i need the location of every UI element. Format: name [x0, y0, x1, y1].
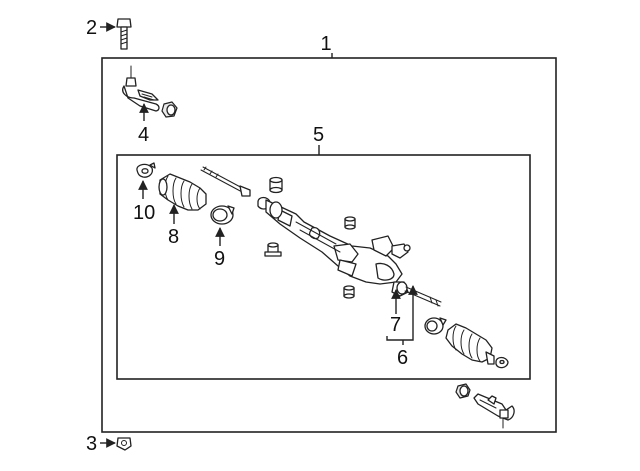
- callout-4-label: 4: [138, 124, 149, 146]
- callout-6-label: 6: [397, 347, 408, 369]
- outer-tie-rod-end-right: [473, 393, 515, 429]
- mount-bushing-lower-left: [264, 242, 282, 257]
- boot-clamp-left: [136, 162, 156, 178]
- outer-tie-rod-end-left: [122, 65, 160, 112]
- boot-clamp-9: [210, 205, 235, 225]
- callout-5-label: 5: [313, 124, 324, 146]
- callout-3-label: 3: [86, 433, 97, 455]
- callout-7-label: 7: [390, 314, 401, 336]
- mount-bushing-bottom: [343, 285, 355, 299]
- callout-9: 9: [214, 227, 225, 270]
- callout-10: 10: [133, 180, 155, 224]
- rack-boot-right: [445, 323, 495, 365]
- callout-7: 7: [390, 289, 401, 336]
- callout-9-label: 9: [214, 248, 225, 270]
- inner-rack-assembly-frame: [116, 154, 531, 380]
- callout-8: 8: [168, 204, 179, 248]
- bolt-part: [116, 18, 132, 50]
- callout-3: 3: [86, 433, 116, 455]
- rack-boot-left: [158, 173, 207, 211]
- callout-6-bracket: [386, 336, 414, 341]
- callout-4: 4: [138, 103, 149, 146]
- boot-clamp-right: [424, 317, 447, 335]
- callout-8-label: 8: [168, 226, 179, 248]
- inner-tie-rod-right: [391, 281, 442, 307]
- tie-rod-nut-left: [161, 101, 178, 118]
- nut-part: [116, 437, 132, 451]
- steering-rack-housing: [257, 196, 411, 285]
- outer-assembly-frame: [101, 57, 557, 433]
- boot-clamp-right-small: [495, 356, 509, 369]
- tie-rod-nut-right: [455, 383, 471, 399]
- callout-1: 1: [320, 33, 333, 58]
- mount-bushing-upper: [269, 176, 283, 194]
- callout-2: 2: [86, 17, 116, 39]
- callout-1-label: 1: [320, 33, 331, 55]
- callout-6: 6: [386, 285, 418, 369]
- callout-10-label: 10: [133, 202, 155, 224]
- mount-bushing-right: [344, 216, 356, 230]
- callout-5: 5: [313, 124, 324, 155]
- callout-2-label: 2: [86, 17, 97, 39]
- inner-tie-rod-left: [200, 166, 251, 197]
